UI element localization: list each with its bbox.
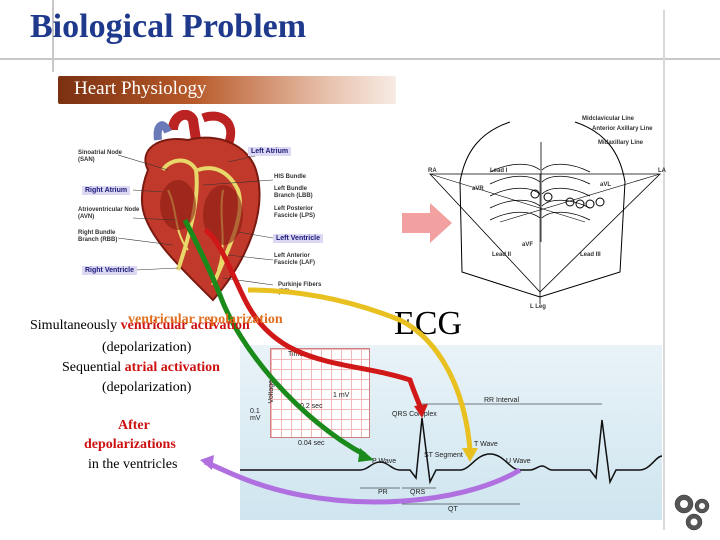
label-laf: Left Anterior Fascicle (LAF) — [274, 253, 316, 266]
label-lbb: Left Bundle Branch (LBB) — [274, 186, 313, 199]
text-ventricular-repolarization: ventricular repolarization — [128, 312, 283, 327]
heart-drawing — [117, 109, 274, 302]
torso-diagram: Midclavicular Line Anterior Axillary Lin… — [420, 112, 670, 312]
label-san: Sinoatrial Node (SAN) — [78, 150, 123, 163]
heart-illustration: Sinoatrial Node (SAN) Left Atrium HIS Bu… — [78, 109, 328, 310]
ecg-004sec-label: 0.04 sec — [298, 440, 325, 447]
ecg-rr-label: RR Interval — [484, 397, 520, 404]
ecg-p-wave-label: P Wave — [372, 458, 397, 465]
text-in-ventricles: in the ventricles — [88, 457, 178, 472]
ecg-qrs-complex-label: QRS Complex — [392, 411, 437, 418]
ecg-02sec-label: 0.2 sec — [300, 403, 323, 410]
text-ventricular-activation: ventricular activation — [120, 318, 250, 333]
right-divider — [663, 10, 665, 530]
text-atrial-activation: atrial activation — [124, 360, 220, 375]
label-lead1: Lead I — [490, 168, 508, 174]
label-rbb: Right Bundle Branch (RBB) — [78, 230, 118, 243]
label-avn: Atrioventricular Node (AVN) — [78, 207, 140, 220]
ecg-t-wave-label: T Wave — [474, 441, 498, 448]
ecg-st-label: ST Segment — [424, 452, 463, 459]
text-sequential: Sequential — [62, 360, 122, 375]
label-lps: Left Posterior Fascicle (LPS) — [274, 206, 316, 219]
text-simultaneously: Simultaneously — [30, 318, 118, 333]
text-line-sequential: Sequential atrial activation — [62, 360, 220, 376]
label-avr: aVR — [472, 186, 484, 192]
subtitle: Heart Physiology — [74, 78, 207, 99]
text-depolarization-1: (depolarization) — [102, 340, 192, 355]
label-anterior-axillary: Anterior Axillary Line — [592, 126, 653, 132]
label-avl: aVL — [600, 182, 612, 188]
label-avf: aVF — [522, 242, 534, 248]
ecg-pr-label: PR — [378, 489, 388, 496]
gears-icon — [674, 494, 710, 531]
torso-drawing — [429, 121, 661, 304]
text-depolarization-2: (depolarization) — [102, 380, 192, 395]
label-right-atrium: Right Atrium — [82, 186, 131, 195]
ecg-time-label: Time — [288, 351, 304, 358]
label-midclavicular: Midclavicular Line — [582, 116, 635, 122]
label-la: LA — [658, 168, 666, 174]
label-lleg: L Leg — [530, 304, 546, 310]
title-divider — [0, 58, 720, 60]
label-left-atrium: Left Atrium — [248, 147, 292, 156]
text-after: After — [118, 418, 150, 433]
corner-divider — [52, 0, 54, 72]
ecg-qt-label: QT — [448, 506, 458, 513]
label-ra: RA — [428, 168, 437, 174]
label-lead3: Lead III — [580, 252, 601, 258]
arrow-right-icon — [402, 203, 452, 243]
ecg-qrs-label: QRS — [410, 489, 426, 496]
ecg-01mv-label: 0.1 mV — [250, 408, 261, 422]
label-lead2: Lead II — [492, 252, 512, 258]
label-right-ventricle: Right Ventricle — [82, 266, 138, 275]
label-left-ventricle: Left Ventricle — [273, 234, 323, 243]
text-depolarizations: depolarizations — [84, 437, 176, 452]
page-title: Biological Problem — [30, 8, 307, 45]
label-midaxillary: Midaxillary Line — [598, 140, 644, 146]
ecg-u-wave-label: U Wave — [506, 458, 531, 465]
text-line-1: Simultaneously ventricular activation — [30, 318, 250, 334]
ecg-1mv-label: 1 mV — [333, 392, 350, 399]
subtitle-bar — [58, 76, 396, 104]
label-his: HIS Bundle — [274, 174, 307, 180]
